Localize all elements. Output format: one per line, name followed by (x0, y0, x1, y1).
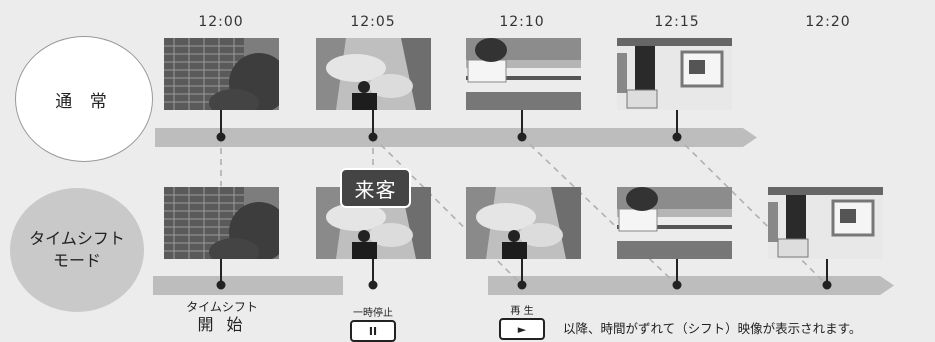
time-label: 12:20 (805, 14, 851, 30)
shift-explanation-note: 以降、時間がずれて（シフト）映像が表示されます。 (563, 321, 862, 336)
normal-timeline-track (155, 128, 757, 147)
frame-train-door-shift (768, 187, 883, 259)
time-shift-connectors (220, 136, 828, 286)
time-label: 12:05 (350, 14, 396, 30)
play-label-group: 再 生 ► (492, 302, 552, 340)
normal-dot-12-15 (672, 132, 682, 142)
time-label: 12:15 (654, 14, 700, 30)
normal-dot-12-10 (517, 132, 527, 142)
frame-building-shift (164, 187, 279, 259)
time-label: 12:10 (499, 14, 545, 30)
timeshift-mode-label: タイムシフト モード (10, 188, 144, 312)
normal-mode-text: 通 常 (55, 91, 113, 112)
pause-label-group: 一時停止 II (343, 304, 403, 342)
shift-dot-play (517, 280, 527, 290)
connector-shift-1 (372, 136, 523, 286)
connector-shift-2 (521, 136, 678, 286)
shift-timeline-track-2 (488, 276, 894, 295)
frame-train-door (617, 38, 732, 110)
frame-walking-person (316, 38, 431, 110)
shift-dot-4 (672, 280, 682, 290)
frame-train-platform-shift (617, 187, 732, 259)
shift-dot-start (216, 280, 226, 290)
timeshift-mode-line2: モード (52, 251, 101, 270)
time-label: 12:00 (198, 14, 244, 30)
timeshift-start-label: タイムシフト 開 始 (172, 300, 272, 335)
frame-building (164, 38, 279, 110)
shift-dot-pause (368, 280, 378, 290)
frame-walking-person-shift (316, 187, 431, 259)
timeshift-start-line2: 開 始 (197, 315, 247, 334)
timeshift-start-line1: タイムシフト (186, 300, 258, 314)
play-label: 再 生 (510, 306, 534, 317)
shift-dot-5 (822, 280, 832, 290)
normal-dot-12-00 (216, 132, 226, 142)
frame-train-platform (466, 38, 581, 110)
timeshift-mode-line1: タイムシフト (29, 228, 125, 248)
visitor-badge: 来客 (340, 168, 411, 208)
pause-button-icon: II (350, 320, 396, 342)
shift-timeline-track-1 (153, 276, 343, 295)
connector-shift-3 (676, 136, 828, 286)
frame-walking-person-shift-2 (466, 187, 581, 259)
normal-dot-12-05 (368, 132, 378, 142)
pause-label: 一時停止 (353, 308, 393, 319)
normal-mode-label: 通 常 (15, 36, 153, 162)
